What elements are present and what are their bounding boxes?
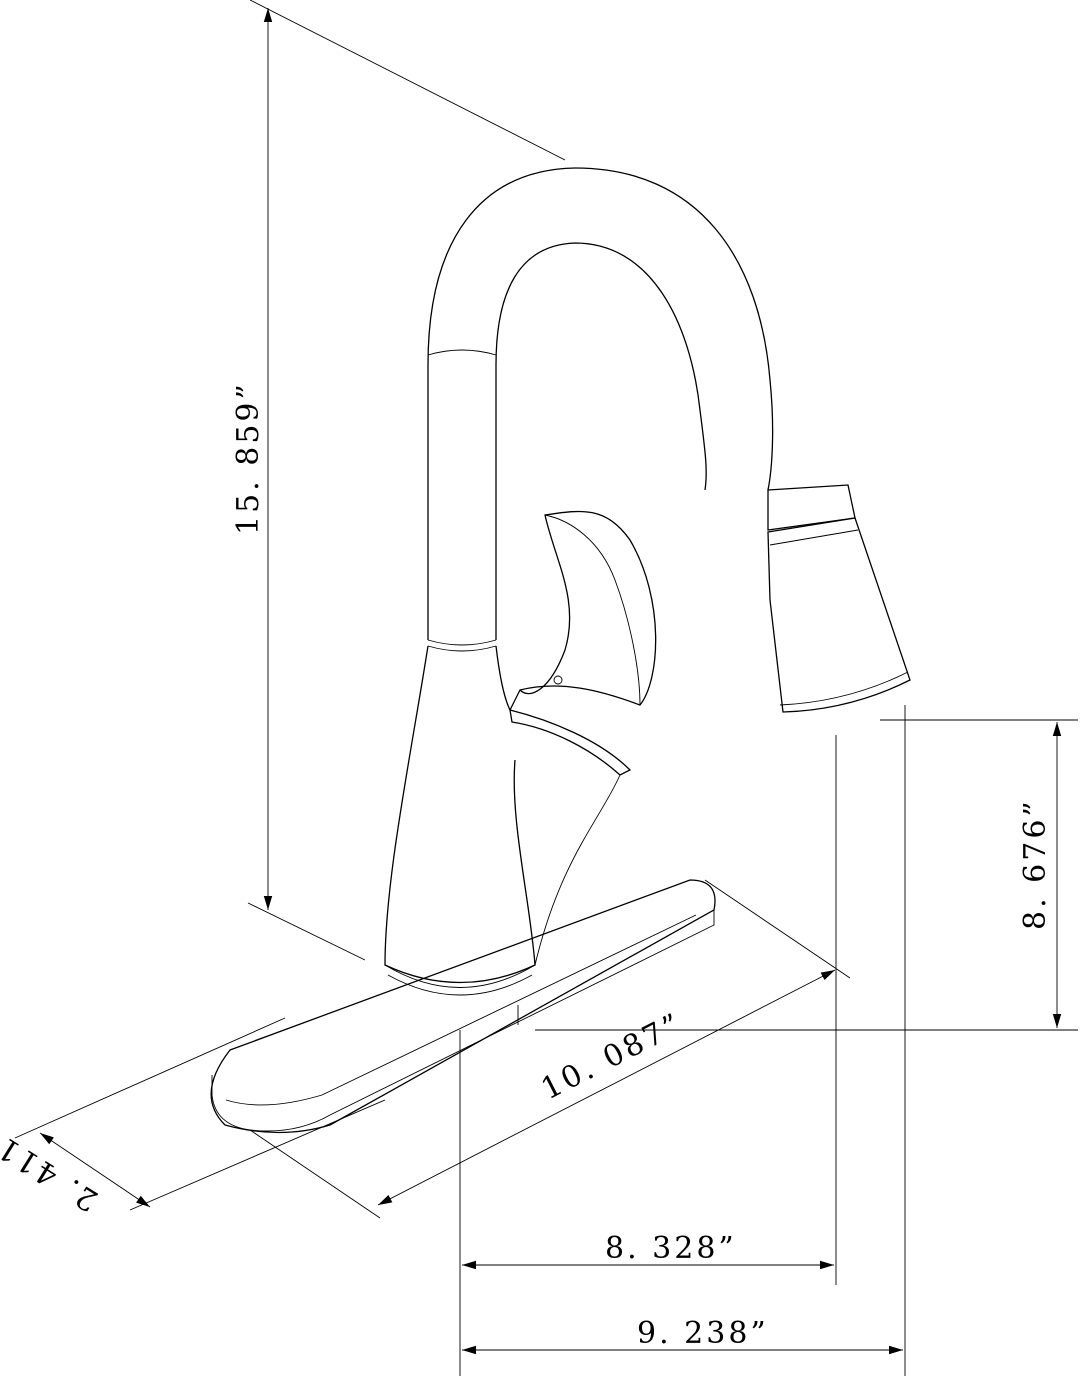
dimension-overall-height: 15. 859” <box>231 0 566 961</box>
overall-reach-label: 9. 238” <box>637 1316 769 1351</box>
overall-height-label: 15. 859” <box>231 381 266 535</box>
spout-reach-label: 8. 328” <box>605 1231 737 1266</box>
faucet-outline <box>210 167 911 1134</box>
dimension-spout-height: 8. 676” <box>535 719 1078 1031</box>
spout-height-label: 8. 676” <box>1018 798 1053 930</box>
dimension-plate-length: 10. 087” <box>249 879 851 1219</box>
dimension-spout-reach: 8. 328” <box>459 735 837 1376</box>
plate-width-label: 2. 411” <box>0 1118 104 1218</box>
dimension-plate-width: 2. 411” <box>0 1017 386 1218</box>
dimension-overall-reach: 9. 238” <box>462 705 906 1376</box>
